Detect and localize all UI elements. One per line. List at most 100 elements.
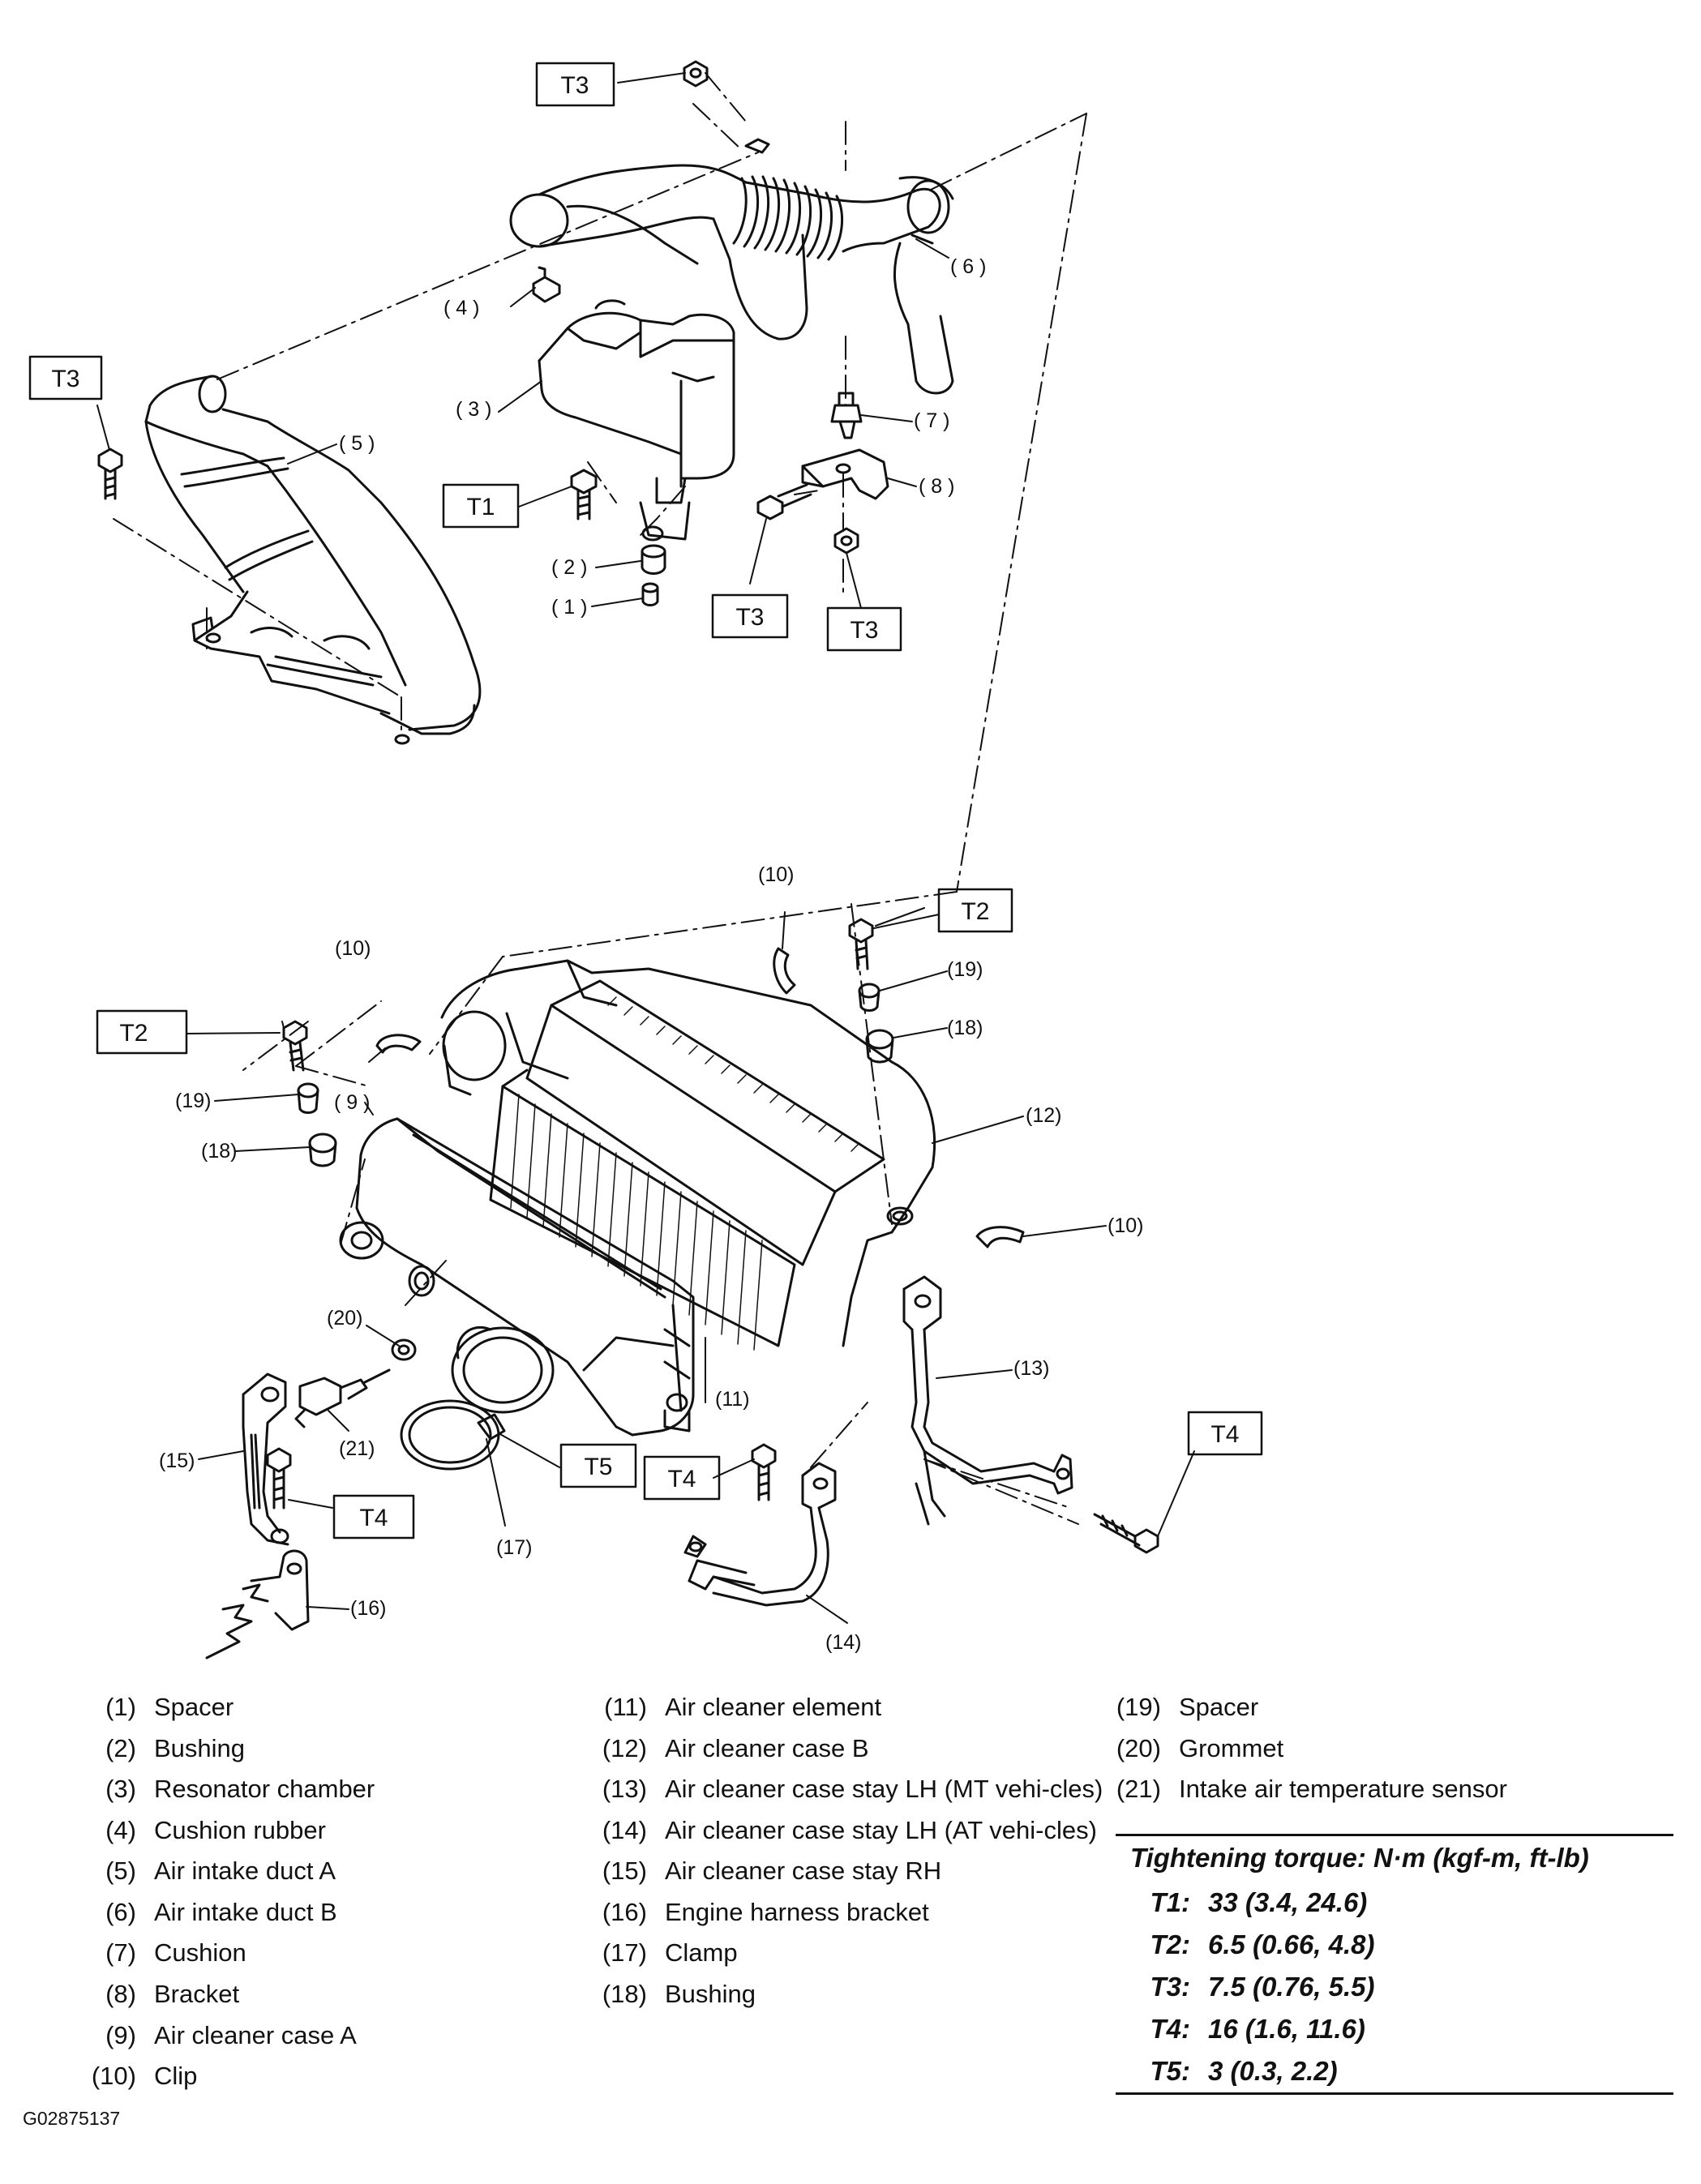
torque-rows: T1:33 (3.4, 24.6)T2:6.5 (0.66, 4.8)T3:7.… (1116, 1882, 1673, 2092)
legend-column-2: (11) Air cleaner element (12) Air cleaner c… (582, 1693, 1109, 2021)
legend-item: (16) Engine harness bracket (582, 1898, 1109, 1928)
t2-box-left: T2 (119, 1020, 148, 1047)
legend-item-number: (15) (602, 1856, 647, 1886)
t3-nut-top (683, 60, 770, 154)
legend-column-3: (19)Spacer(20)Grommet(21)Intake air temp… (1096, 1693, 1664, 1816)
tightening-torque-table: Tightening torque: N·m (kgf-m, ft-lb) T1… (1116, 1834, 1673, 2095)
legend-item: (18)Bushing (582, 1980, 1109, 2010)
callout-12: (12) (1026, 1104, 1061, 1127)
callout-18-left: (18) (201, 1140, 237, 1163)
legend-item-label: Air cleaner case stay LH (AT vehi-cles) (665, 1815, 1097, 1844)
torque-key: T3: (1150, 1972, 1191, 2002)
t3-bolt-bracket (756, 483, 812, 520)
clip-right (975, 1226, 1025, 1248)
legend-item-label: Intake air temperature sensor (1179, 1775, 1507, 1804)
bushing-right (865, 1029, 894, 1064)
torque-key: T1: (1150, 1887, 1191, 1917)
torque-key: T4: (1150, 2014, 1191, 2044)
air-cleaner-case-stay-lh-at (683, 1462, 837, 1607)
legend-item-label: Clamp (665, 1938, 738, 1968)
air-cleaner-case-stay-rh (242, 1372, 289, 1546)
callout-1: ( 1 ) (551, 596, 587, 619)
bracket (801, 448, 889, 500)
clip-left (375, 1034, 422, 1054)
legend-column-1: (1)Spacer (2) Bushing (3)Resonator chamber (… (71, 1693, 525, 2103)
callout-2: ( 2 ) (551, 556, 587, 579)
t3-bolt-left (97, 448, 123, 500)
spacer (641, 582, 659, 606)
callout-19-right: (19) (947, 958, 983, 981)
legend-item-label: Clip (154, 2062, 198, 2091)
legend-item-number: (6) (105, 1897, 136, 1926)
torque-box-labels: T3 T3 T1 T3 T3 T2 T2 T5 T4 T4 T4 (51, 72, 1239, 1531)
exploded-view-diagram: T3 T3 T1 T3 T3 T2 T2 T5 T4 T4 T4 ( 1 ) (… (28, 60, 1263, 1659)
air-intake-duct-a (144, 375, 482, 745)
legend-item-label: Air intake duct B (154, 1897, 337, 1926)
legend-item: (14)Air cleaner case stay LH (AT vehi-cl… (582, 1816, 1109, 1846)
t1-box: T1 (466, 494, 495, 520)
legend-item-number: (21) (1116, 1775, 1161, 1804)
legend-item: (1)Spacer (71, 1693, 525, 1723)
legend-item: (7)Cushion (71, 1938, 525, 1968)
resonator-chamber (538, 299, 735, 542)
t1-bolt (570, 469, 598, 520)
clamp (400, 1399, 506, 1471)
torque-row: T3: 7.5 (0.76, 5.5) (1116, 1966, 1673, 2008)
legend-item: (3)Resonator chamber (71, 1775, 525, 1805)
engine-harness-bracket (205, 1549, 310, 1659)
legend-item-number: (13) (602, 1775, 647, 1804)
air-cleaner-case-b (440, 959, 936, 1347)
torque-value: 3 (0.3, 2.2) (1208, 2056, 1338, 2086)
legend-item-number: (8) (105, 1980, 136, 2009)
air-cleaner-case-stay-lh-mt (902, 1275, 1073, 1526)
callout-labels: ( 1 ) ( 2 ) ( 3 ) ( 4 ) ( 5 ) ( 6 ) ( 7 … (159, 255, 1143, 1654)
torque-value: 7.5 (0.76, 5.5) (1208, 1972, 1375, 2002)
callout-11: (11) (715, 1388, 750, 1411)
bushing-left (308, 1133, 337, 1167)
legend-item: (9)Air cleaner case A (71, 2021, 525, 2051)
torque-row: T5: 3 (0.3, 2.2) (1116, 2050, 1673, 2092)
air-cleaner-case-a (339, 1117, 695, 1437)
bushing (641, 544, 666, 575)
callout-15: (15) (159, 1450, 195, 1472)
legend-item-label: Bushing (154, 1733, 246, 1762)
torque-value: 6.5 (0.66, 4.8) (1208, 1929, 1375, 1959)
torque-table-title: Tightening torque: N·m (kgf-m, ft-lb) (1130, 1843, 1589, 1873)
legend-item-label: Air cleaner element (665, 1693, 882, 1721)
callout-10-left: (10) (335, 937, 371, 960)
legend-item-label: Cushion rubber (154, 1815, 326, 1844)
legend-item-number: (16) (602, 1897, 647, 1926)
legend-item-number: (12) (602, 1733, 647, 1762)
torque-key: T5: (1150, 2056, 1191, 2086)
legend-item: (17) Clamp (582, 1938, 1109, 1968)
legend-item: (19)Spacer (1096, 1693, 1664, 1723)
callout-4: ( 4 ) (443, 297, 479, 319)
legend-item: (5)Air intake duct A (71, 1856, 525, 1886)
legend-item-label: Resonator chamber (154, 1775, 375, 1804)
legend-item-label: Bushing (665, 1980, 756, 2009)
t4-bolt-mid (751, 1443, 777, 1501)
legend-item-label: Engine harness bracket (665, 1897, 929, 1926)
figure-id: G02875137 (23, 2108, 121, 2129)
callout-10-right: (10) (1108, 1214, 1143, 1237)
table-bottom-rule (1116, 2092, 1673, 2095)
legend-item-number: (9) (105, 2020, 136, 2049)
t4-bolt-right (1093, 1513, 1159, 1554)
t2-bolt-left (282, 1020, 308, 1072)
cushion (830, 392, 863, 439)
legend-item: (12) Air cleaner case B (582, 1734, 1109, 1764)
legend-item: (2) Bushing (71, 1734, 525, 1764)
callout-5: ( 5 ) (339, 432, 375, 455)
legend-item-number: (2) (105, 1733, 136, 1762)
legend-item-number: (19) (1116, 1693, 1161, 1721)
callout-9: ( 9 ) (334, 1091, 370, 1114)
legend-item: (8)Bracket (71, 1980, 525, 2010)
callout-3: ( 3 ) (456, 398, 491, 421)
t4-box-mid: T4 (667, 1466, 696, 1492)
legend-item-number: (11) (604, 1693, 647, 1721)
legend-item-label: Air intake duct A (154, 1856, 336, 1886)
legend-item-number: (17) (602, 1938, 647, 1968)
torque-key: T2: (1150, 1929, 1191, 1959)
legend-item-label: Air cleaner case B (665, 1733, 869, 1762)
callout-21: (21) (339, 1437, 375, 1460)
